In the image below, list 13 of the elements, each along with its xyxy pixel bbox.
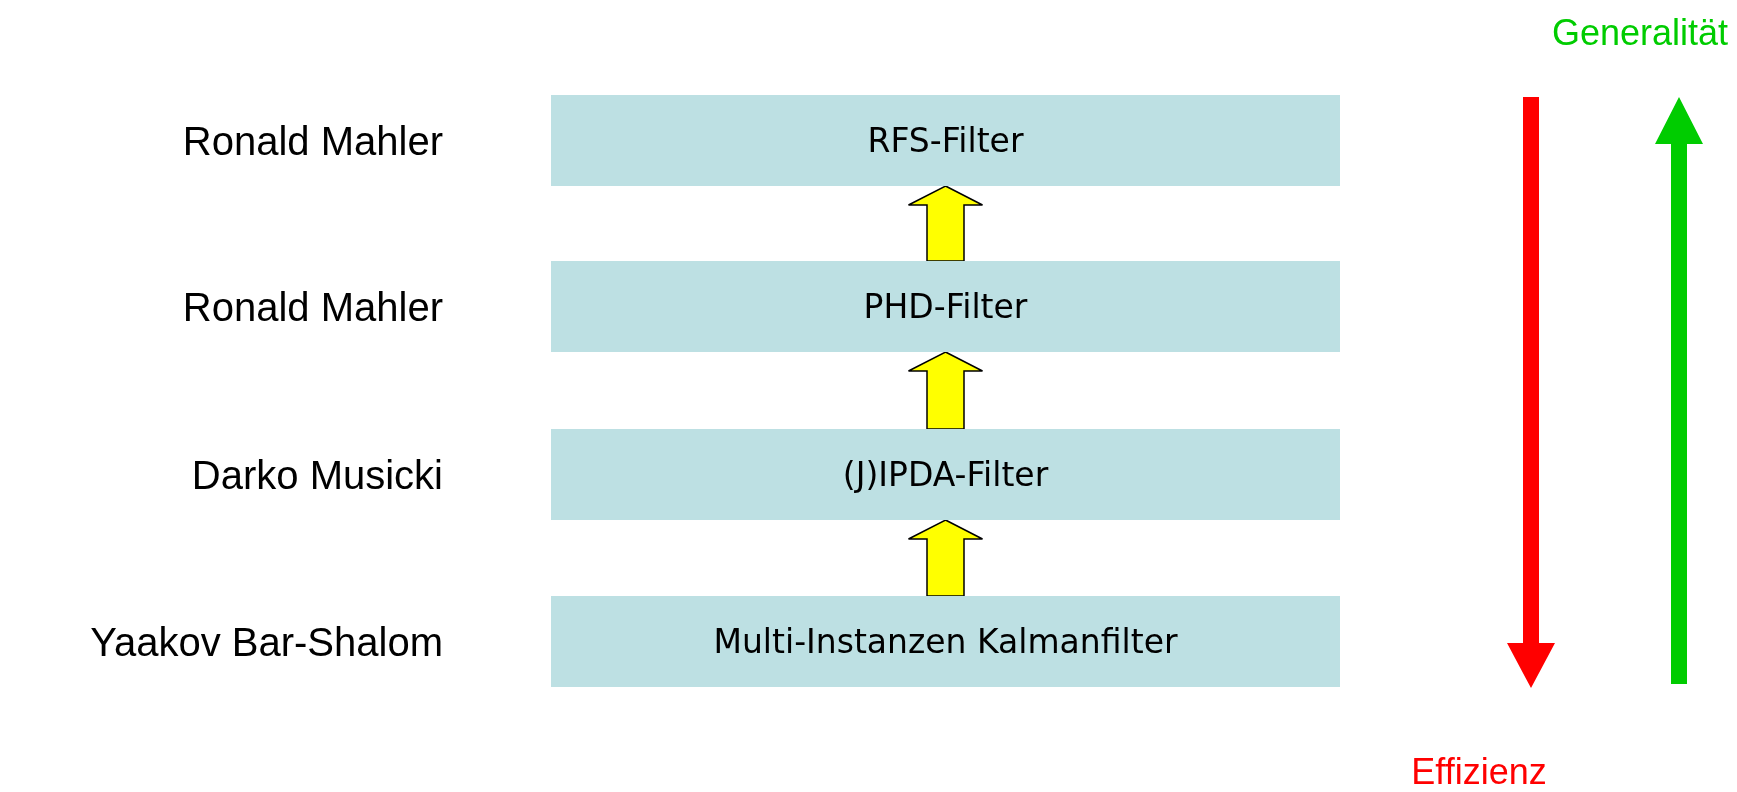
author-name: Ronald Mahler xyxy=(182,118,443,163)
block-arrow xyxy=(907,351,984,430)
axis-label: Effizienz xyxy=(1411,751,1547,792)
filter-name: Multi-Instanzen Kalmanfilter xyxy=(713,622,1178,661)
filter-name: RFS-Filter xyxy=(867,121,1024,160)
axis-label: Generalität xyxy=(1551,12,1729,54)
filter-name: (J)IPDA-Filter xyxy=(842,455,1049,494)
author-name: Ronald Mahler xyxy=(182,284,443,329)
block-arrow xyxy=(907,519,984,597)
filter-name: PHD-Filter xyxy=(863,287,1028,326)
author-name: Darko Musicki xyxy=(191,452,443,497)
author-name: Yaakov Bar-Shalom xyxy=(90,619,443,664)
block-arrow xyxy=(907,185,984,262)
